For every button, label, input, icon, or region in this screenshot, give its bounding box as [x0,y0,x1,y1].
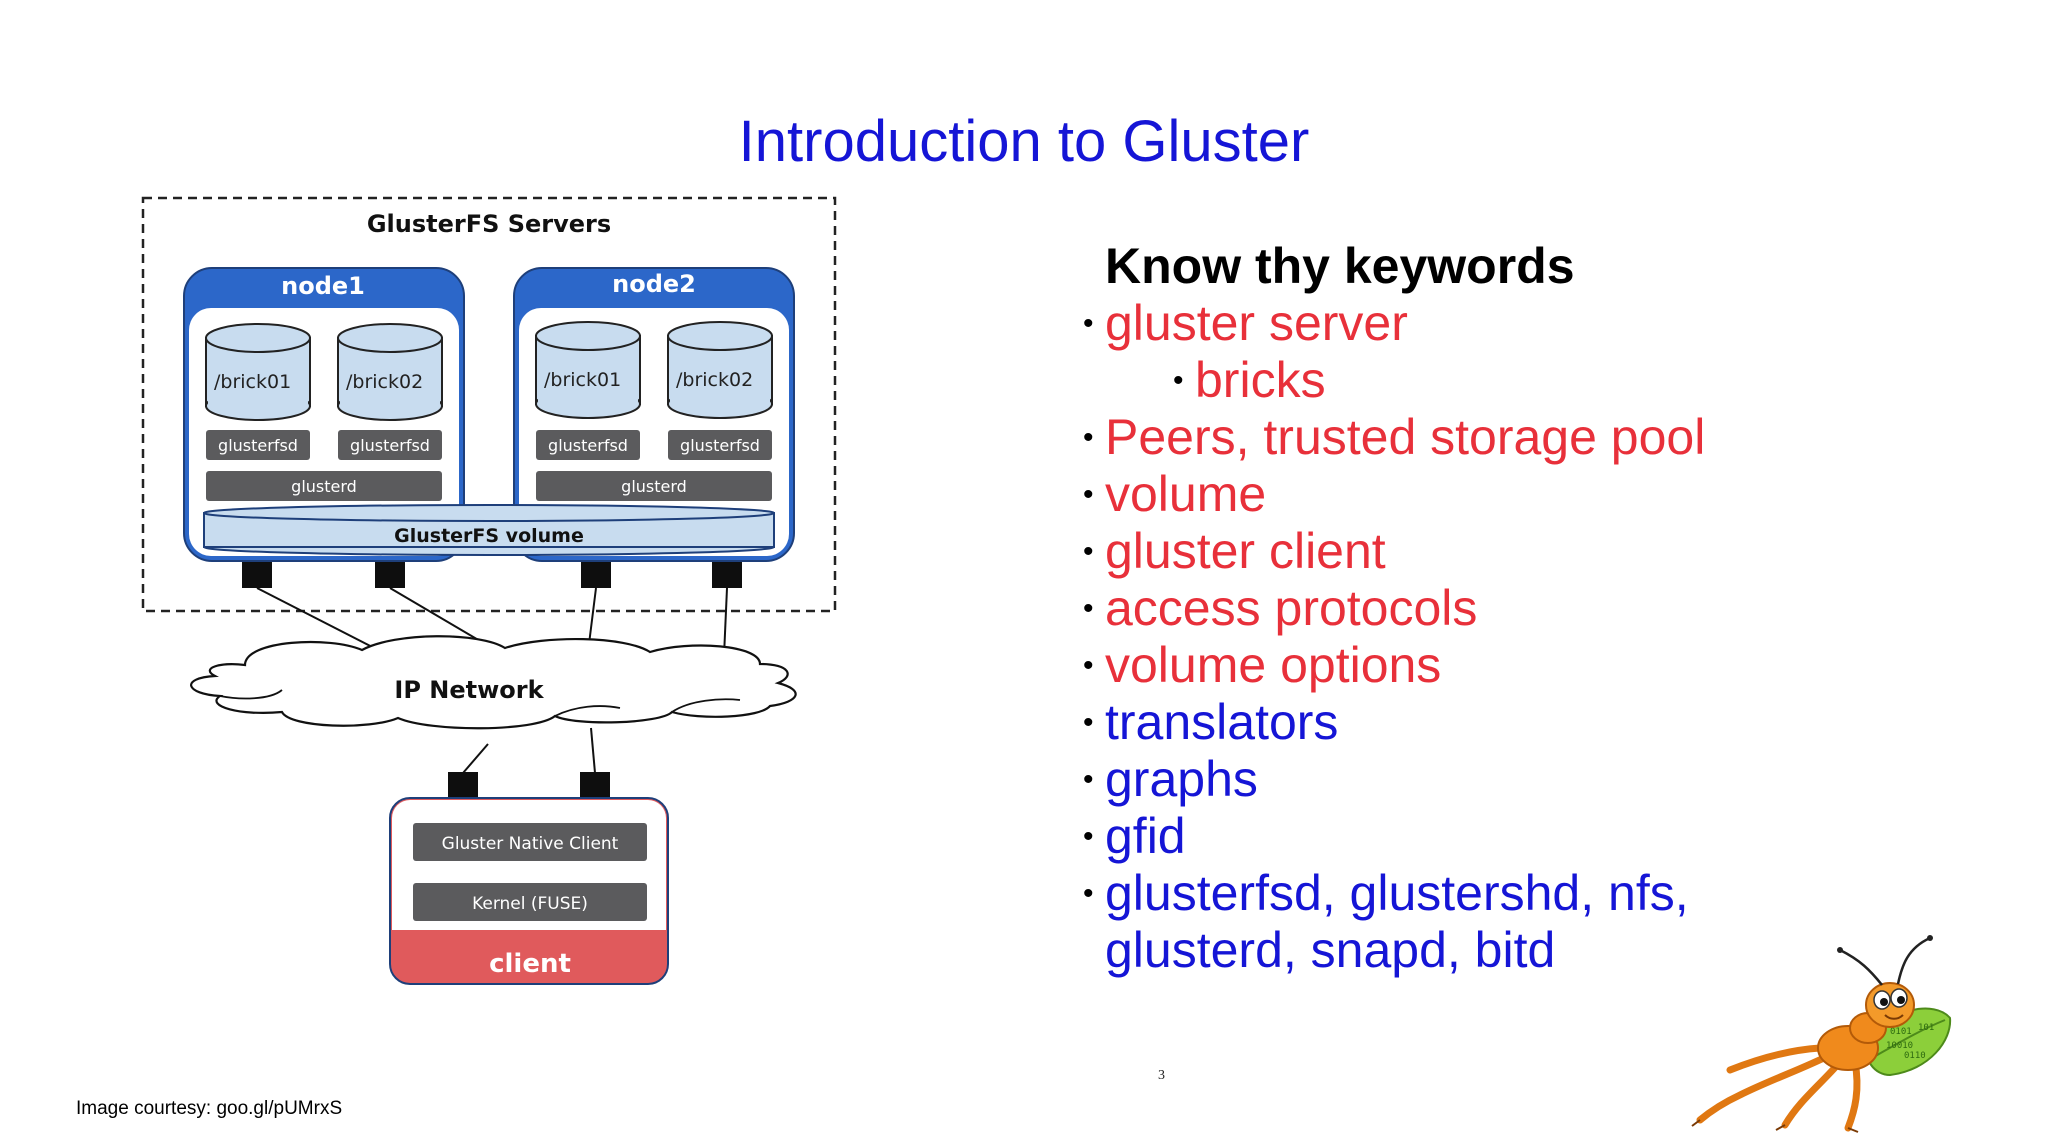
brick-label: /brick01 [214,371,291,393]
bullet-icon: • [1083,877,1094,910]
brick-cylinder: /brick01 [205,323,311,421]
network-port [581,562,611,588]
keyword-item: • access protocols [1083,580,1990,637]
ip-network-cloud-icon [190,635,797,730]
keywords-heading: Know thy keywords [1105,238,1575,294]
network-link [256,587,383,653]
network-link [590,727,596,774]
node1-box: node1 /brick01 /brick02 glusterfsd glust… [183,267,465,562]
brick-label: /brick02 [346,371,423,393]
glusterfsd-label: glusterfsd [350,436,430,455]
client-box: Gluster Native Client Kernel (FUSE) clie… [389,797,669,985]
svg-text:10010: 10010 [1886,1041,1913,1051]
glusterfsd-box [206,430,310,460]
keyword-text: access protocols [1105,580,1478,636]
keyword-text: translators [1105,694,1339,750]
bullet-icon: • [1083,820,1094,853]
native-client-label: Gluster Native Client [442,834,619,854]
keyword-item: • Peers, trusted storage pool [1083,409,1990,466]
keyword-text: volume options [1105,637,1442,693]
bullet-icon: • [1083,307,1094,340]
keyword-text: glusterfsd, glustershd, nfs, [1105,865,1689,921]
keyword-item-continuation: glusterd, snapd, bitd [1105,922,1990,979]
network-port [448,772,478,800]
glusterfsd-box [338,430,442,460]
brick-cylinder: /brick01 [535,321,641,419]
glusterfsd-box [668,430,772,460]
glusterd-box [536,471,772,501]
network-link [462,743,489,774]
native-client-box [413,823,647,861]
keyword-text: graphs [1105,751,1258,807]
glusterfsd-label: glusterfsd [218,436,298,455]
node2-box: node2 /brick01 /brick02 glusterfsd glust… [513,267,795,562]
svg-text:101: 101 [1918,1023,1934,1033]
glusterfsd-box [536,430,640,460]
bullet-icon: • [1083,763,1094,796]
bullet-icon: • [1083,421,1094,454]
glusterfsd-label: glusterfsd [680,436,760,455]
gluster-architecture-diagram: GlusterFS Servers node1 /brick01 /brick0… [141,196,837,985]
gluster-ant-icon: 0101 10010 0110 101 [1691,935,1952,1133]
network-link [588,587,597,645]
svg-text:0110: 0110 [1904,1051,1926,1061]
bullet-icon: • [1083,649,1094,682]
bullet-icon: • [1083,535,1094,568]
network-port [242,562,272,588]
keyword-text: volume [1105,466,1267,522]
image-courtesy: Image courtesy: goo.gl/pUMrxS [76,1098,343,1119]
keyword-item: • gluster client [1083,523,1990,580]
servers-label: GlusterFS Servers [367,210,611,238]
brick-cylinder: /brick02 [337,323,443,421]
volume-label: GlusterFS volume [394,525,584,547]
node1-label: node1 [281,272,365,300]
client-label: client [489,949,571,979]
servers-group-box [141,196,837,613]
brick-label: /brick02 [676,369,753,391]
keyword-item: • gfid [1083,808,1990,865]
slide-title: Introduction to Gluster [738,109,1310,174]
bullet-icon: • [1083,706,1094,739]
bullet-icon: • [1083,478,1094,511]
network-label: IP Network [394,676,544,704]
kernel-fuse-label: Kernel (FUSE) [472,894,588,914]
glusterd-label: glusterd [291,477,357,496]
network-port [712,562,742,588]
network-port [580,772,610,800]
bullet-icon: • [1173,364,1184,397]
brick-label: /brick01 [544,369,621,391]
keyword-item: • gluster server [1083,295,1990,352]
keyword-text: gluster server [1105,295,1408,351]
keyword-text: glusterd, snapd, bitd [1105,922,1556,978]
network-link [723,587,728,657]
svg-text:0101: 0101 [1890,1027,1912,1037]
glusterd-box [206,471,442,501]
keyword-item: • graphs [1083,751,1990,808]
keyword-text: bricks [1195,352,1326,408]
keyword-text: Peers, trusted storage pool [1105,409,1706,465]
node2-label: node2 [612,270,696,298]
keyword-item: • volume [1083,466,1990,523]
keyword-item: • volume options [1083,637,1990,694]
kernel-fuse-box [413,883,647,921]
network-port [375,562,405,588]
keyword-text: gluster client [1105,523,1386,579]
glusterfsd-label: glusterfsd [548,436,628,455]
keywords-list: Know thy keywords • gluster server • brick… [1083,238,1990,979]
glusterfs-volume-disc: GlusterFS volume [203,504,775,556]
page-number: 3 [1158,1068,1165,1083]
keyword-text: gfid [1105,808,1186,864]
brick-cylinder: /brick02 [667,321,773,419]
glusterd-label: glusterd [621,477,687,496]
keyword-item: • translators [1083,694,1990,751]
keyword-item: • glusterfsd, glustershd, nfs, [1083,865,1990,922]
bullet-icon: • [1083,592,1094,625]
keyword-subitem: • bricks [1173,352,1990,409]
